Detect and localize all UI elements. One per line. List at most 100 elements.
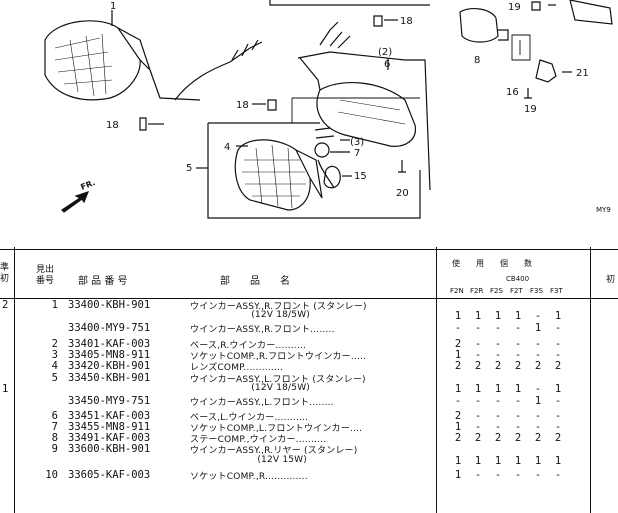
row-part-number: 33420-KBH-901 xyxy=(68,360,151,372)
row-description: ウインカーASSY.,R.フロント (スタンレー) xyxy=(190,302,367,312)
row-description: レンズCOMP............. xyxy=(190,363,284,373)
row-qty-5: 1 xyxy=(554,455,562,467)
row-hist: 1 xyxy=(2,383,9,395)
row-qty-4: - xyxy=(534,383,542,395)
col-divider-usage xyxy=(436,247,437,513)
header-first: 初 xyxy=(606,275,616,285)
row-qty-4: - xyxy=(534,410,542,422)
row-qty-5: 1 xyxy=(554,383,562,395)
callout-2: (2) xyxy=(378,47,392,58)
row-qty-1: 2 xyxy=(474,360,482,372)
row-qty-3: - xyxy=(514,421,522,433)
row-qty-1: - xyxy=(474,395,482,407)
row-qty-4: 1 xyxy=(534,322,542,334)
row-ref: 7 xyxy=(51,421,58,433)
row-qty-3: - xyxy=(514,469,522,481)
row-qty-5: - xyxy=(554,322,562,334)
row-qty-2: 2 xyxy=(494,360,502,372)
row-part-number: 33450-MY9-751 xyxy=(68,395,151,407)
row-qty-5: 1 xyxy=(554,310,562,322)
row-description: (12V 18/5W) xyxy=(190,383,311,393)
header-variant-1: F2R xyxy=(470,287,484,295)
row-qty-1: - xyxy=(474,410,482,422)
row-ref: 8 xyxy=(51,432,58,444)
row-qty-1: 2 xyxy=(474,432,482,444)
callout-19a: 19 xyxy=(524,104,537,115)
row-description: (12V 18/5W) xyxy=(190,310,311,320)
row-description: ソケットCOMP.,R.............. xyxy=(190,472,308,482)
header-ref: 見出番号 xyxy=(36,265,55,286)
row-qty-1: 1 xyxy=(474,310,482,322)
header-variant-5: F3T xyxy=(550,287,563,295)
row-description: ウインカーASSY.,R.フロント........ xyxy=(190,325,335,335)
row-part-number: 33451-KAF-003 xyxy=(68,410,151,422)
row-part-number: 33401-KAF-003 xyxy=(68,338,151,350)
row-qty-1: - xyxy=(474,349,482,361)
callout-16: 16 xyxy=(506,87,519,98)
header-variant-3: F2T xyxy=(510,287,523,295)
row-qty-3: - xyxy=(514,322,522,334)
row-qty-0: 1 xyxy=(454,349,462,361)
row-qty-0: 1 xyxy=(454,383,462,395)
row-description: ウインカーASSY.,L.フロント (スタンレー) xyxy=(190,375,366,385)
header-variant-2: F2S xyxy=(490,287,503,295)
row-qty-1: - xyxy=(474,338,482,350)
row-part-number: 33600-KBH-901 xyxy=(68,443,151,455)
row-qty-3: 2 xyxy=(514,360,522,372)
row-qty-1: 1 xyxy=(474,383,482,395)
row-qty-4: - xyxy=(534,310,542,322)
row-description: ソケットCOMP.,L.フロントウインカー.... xyxy=(190,424,363,434)
row-qty-4: 1 xyxy=(534,455,542,467)
callout-3: (3) xyxy=(350,137,364,148)
row-qty-0: 1 xyxy=(454,421,462,433)
callout-6: 6 xyxy=(384,59,390,70)
row-qty-4: 1 xyxy=(534,395,542,407)
row-qty-3: 2 xyxy=(514,432,522,444)
row-qty-4: 2 xyxy=(534,432,542,444)
row-part-number: 33450-KBH-901 xyxy=(68,372,151,384)
row-qty-3: 1 xyxy=(514,455,522,467)
row-qty-2: - xyxy=(494,469,502,481)
row-qty-3: - xyxy=(514,395,522,407)
row-qty-2: - xyxy=(494,410,502,422)
row-ref: 2 xyxy=(51,338,58,350)
callout-18c: 18 xyxy=(400,16,413,27)
diagram-code: MY9 xyxy=(596,206,611,214)
col-divider-first xyxy=(590,247,591,513)
callout-4: 4 xyxy=(224,142,230,153)
row-qty-1: - xyxy=(474,322,482,334)
row-ref: 10 xyxy=(45,469,58,481)
callout-18b: 18 xyxy=(236,100,249,111)
row-qty-4: - xyxy=(534,338,542,350)
row-qty-3: - xyxy=(514,349,522,361)
row-part-number: 33491-KAF-003 xyxy=(68,432,151,444)
header-hist: 準初 xyxy=(0,263,10,284)
callout-19b: 19 xyxy=(508,2,521,13)
row-qty-2: - xyxy=(494,421,502,433)
row-qty-5: 2 xyxy=(554,432,562,444)
row-qty-0: 1 xyxy=(454,469,462,481)
row-qty-4: 2 xyxy=(534,360,542,372)
row-qty-2: - xyxy=(494,338,502,350)
row-qty-1: - xyxy=(474,469,482,481)
header-variant-0: F2N xyxy=(450,287,464,295)
row-part-number: 33400-MY9-751 xyxy=(68,322,151,334)
row-part-number: 33605-KAF-003 xyxy=(68,469,151,481)
row-qty-2: - xyxy=(494,395,502,407)
row-qty-4: - xyxy=(534,349,542,361)
row-qty-0: 2 xyxy=(454,338,462,350)
row-qty-0: 1 xyxy=(454,310,462,322)
row-ref: 5 xyxy=(51,372,58,384)
row-qty-3: - xyxy=(514,338,522,350)
callout-21: 21 xyxy=(576,68,589,79)
row-qty-5: - xyxy=(554,410,562,422)
table-top-rule xyxy=(0,249,618,250)
row-qty-0: 1 xyxy=(454,455,462,467)
row-qty-4: - xyxy=(534,469,542,481)
